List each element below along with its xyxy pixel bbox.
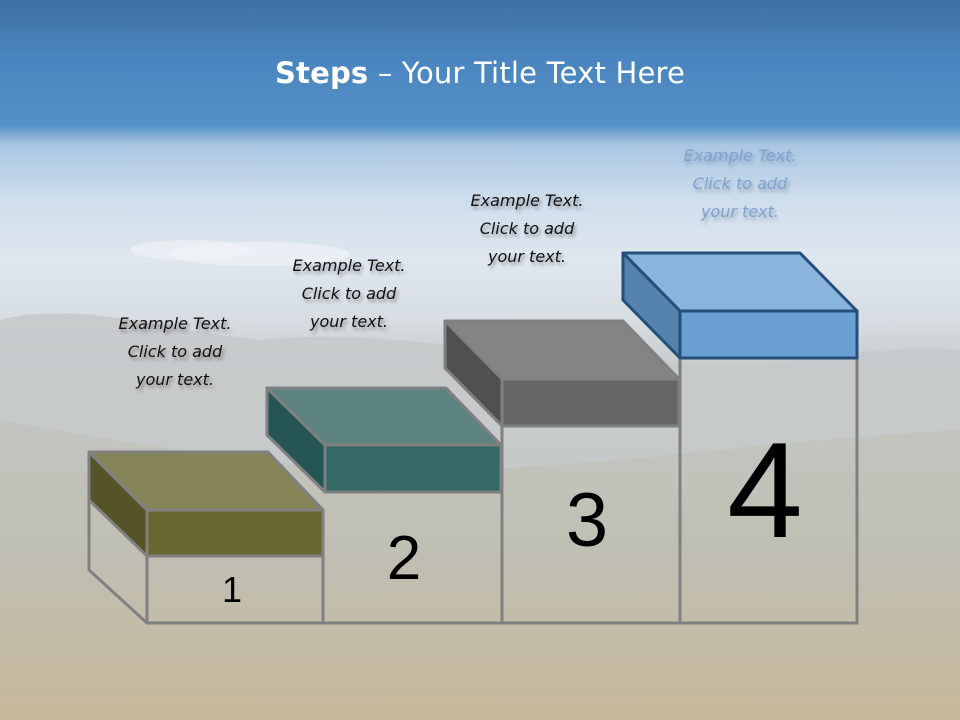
step-1-front-face	[145, 508, 325, 558]
step-3-front-face	[500, 377, 681, 428]
slide-title[interactable]: Steps – Your Title Text Here	[0, 56, 960, 90]
step-4-caption-line-1: Example Text.	[683, 146, 797, 165]
step-4-caption-line-2: Click to add	[692, 174, 788, 193]
step-4-caption[interactable]: Example Text. Click to add your text.	[650, 142, 830, 226]
step-1-caption-line-1: Example Text.	[118, 314, 232, 333]
step-3-block[interactable]	[443, 319, 681, 428]
step-2-caption[interactable]: Example Text. Click to add your text.	[259, 252, 439, 336]
step-3-caption-line-2: Click to add	[479, 219, 575, 238]
step-2-caption-line-1: Example Text.	[292, 256, 406, 275]
title-bold-text: Steps	[274, 56, 369, 90]
step-3-caption-line-3: your text.	[487, 247, 566, 266]
step-4-caption-line-3: your text.	[700, 202, 779, 221]
step-1-caption-line-2: Click to add	[127, 342, 223, 361]
step-2-caption-line-2: Click to add	[301, 284, 397, 303]
step-1-number: 1	[221, 569, 243, 610]
step-2-caption-line-3: your text.	[309, 312, 388, 331]
step-4-number: 4	[727, 414, 803, 566]
step-1-caption-line-3: your text.	[135, 370, 214, 389]
step-3-caption-line-1: Example Text.	[470, 191, 584, 210]
title-rest-text: – Your Title Text Here	[368, 56, 686, 90]
step-2-number: 2	[386, 524, 422, 593]
step-4-block[interactable]	[621, 251, 859, 360]
step-2-front-face	[323, 443, 503, 494]
step-3-caption[interactable]: Example Text. Click to add your text.	[437, 187, 617, 271]
step-4-front-face	[678, 309, 859, 360]
step-2-block[interactable]	[265, 386, 503, 494]
step-1-caption[interactable]: Example Text. Click to add your text.	[85, 310, 265, 394]
step-3-number: 3	[565, 478, 609, 563]
step-1-block[interactable]	[87, 450, 325, 558]
